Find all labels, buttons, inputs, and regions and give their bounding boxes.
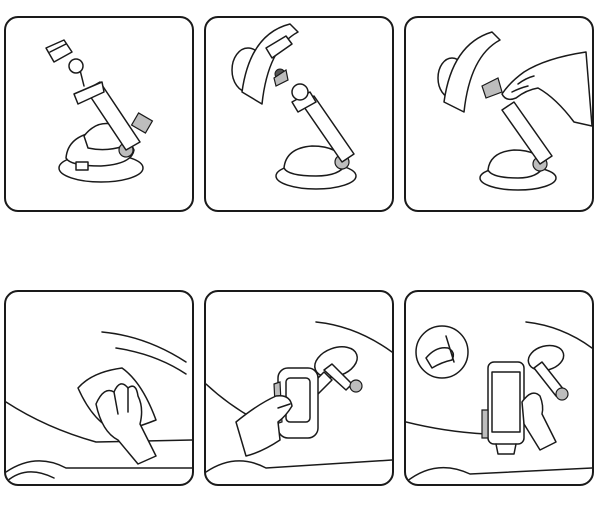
hand [522, 393, 556, 450]
step-6-panel [404, 290, 594, 486]
dashboard-line [406, 422, 486, 434]
side-clamp [482, 410, 488, 438]
hand [236, 396, 292, 456]
ball-stem [80, 70, 84, 86]
step-5-panel [204, 290, 394, 486]
finger-line [278, 404, 290, 408]
ball-collar [74, 82, 104, 104]
step-3-panel [404, 16, 594, 212]
ball-joint [292, 84, 308, 100]
dashboard-edge [206, 460, 392, 472]
suction-cup [526, 342, 567, 374]
insert-phone-drawing [406, 292, 592, 484]
release-tab [76, 162, 88, 170]
extension-arm [86, 82, 140, 150]
steering-wheel [6, 472, 54, 482]
detail-holder-edge [446, 336, 454, 362]
dashboard-line [6, 402, 192, 442]
extension-arm [302, 96, 354, 162]
finger-line [518, 76, 534, 84]
windshield-edge [102, 332, 186, 362]
ball-joint [69, 59, 83, 73]
hand [502, 52, 592, 126]
extension-arm [324, 364, 352, 390]
finger-line [114, 392, 118, 414]
holder-frame [242, 24, 298, 104]
suction-mount-drawing [6, 18, 192, 210]
step-1-panel [4, 16, 194, 212]
windshield-edge [526, 322, 592, 348]
press-mount-drawing [206, 292, 392, 484]
lock-nut [46, 40, 72, 62]
tighten-nut-drawing [406, 18, 592, 210]
step-2-panel [204, 16, 394, 212]
finger-line [512, 86, 528, 92]
holder-foot [496, 444, 516, 454]
clean-windshield-drawing [6, 292, 192, 484]
pivot-knob [350, 380, 362, 392]
dashboard-edge [6, 461, 192, 472]
pivot-knob [556, 388, 568, 400]
holder-clamp [266, 36, 292, 58]
arm-lock-ring [132, 113, 153, 133]
socket-nut [274, 70, 288, 86]
smartphone-screen [492, 372, 520, 432]
detail-finger [426, 348, 453, 368]
attach-holder-drawing [206, 18, 392, 210]
windshield-edge [116, 348, 186, 374]
lock-nut [482, 78, 502, 98]
windshield-edge [316, 322, 392, 352]
extension-arm [502, 102, 552, 164]
dashboard-edge [406, 468, 592, 482]
lock-nut-edge [50, 44, 66, 52]
holder-frame [444, 32, 500, 112]
step-4-panel [4, 290, 194, 486]
